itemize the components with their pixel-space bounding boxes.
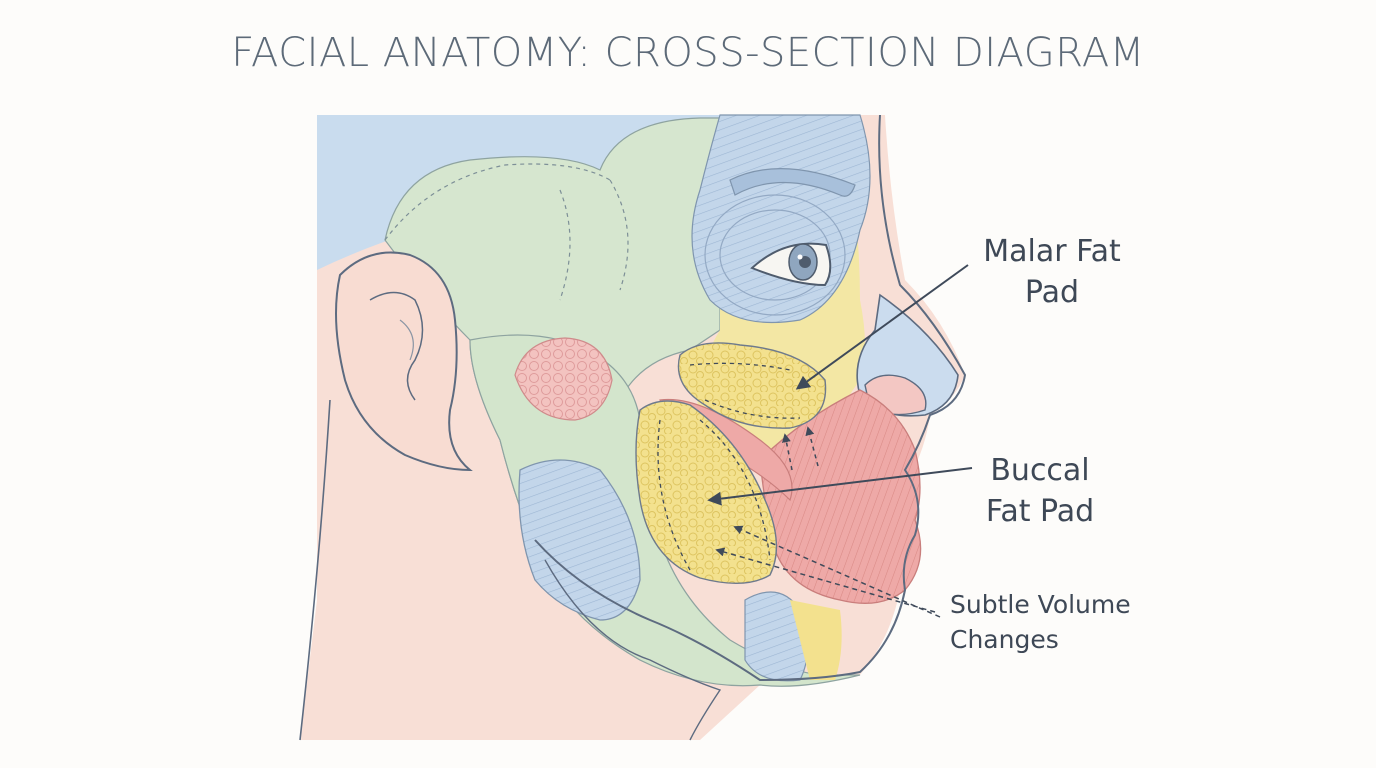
buccal-label-line2: Fat Pad [985, 494, 1095, 529]
buccal-fat-pad-label: Buccal Fat Pad [955, 450, 1125, 532]
volume-arrow-2 [715, 547, 936, 613]
page-title: FACIAL ANATOMY: CROSS-SECTION DIAGRAM [231, 30, 1145, 76]
face-profile-outline [534, 114, 967, 682]
subtle-label-line1: Subtle Volume [950, 590, 1131, 619]
malar-label-line1: Malar Fat [983, 234, 1121, 269]
brow [729, 168, 856, 197]
buccal-label-line1: Buccal [990, 453, 1090, 488]
malar-fat-pad-label: Malar Fat Pad [962, 231, 1142, 313]
eye [750, 242, 832, 287]
subtle-volume-changes-label: Subtle Volume Changes [950, 587, 1180, 657]
volume-arrow-up-2 [805, 426, 819, 467]
neck-line [299, 399, 331, 741]
subtle-label-line2: Changes [950, 625, 1059, 654]
buccal-label-arrow [707, 467, 973, 506]
volume-arrow-1 [733, 525, 941, 618]
malar-label-arrow [795, 264, 969, 390]
chin-fat-strip [790, 600, 842, 680]
volume-arrow-up-1 [781, 433, 793, 471]
malar-label-line2: Pad [1024, 275, 1080, 310]
ear [335, 251, 473, 472]
